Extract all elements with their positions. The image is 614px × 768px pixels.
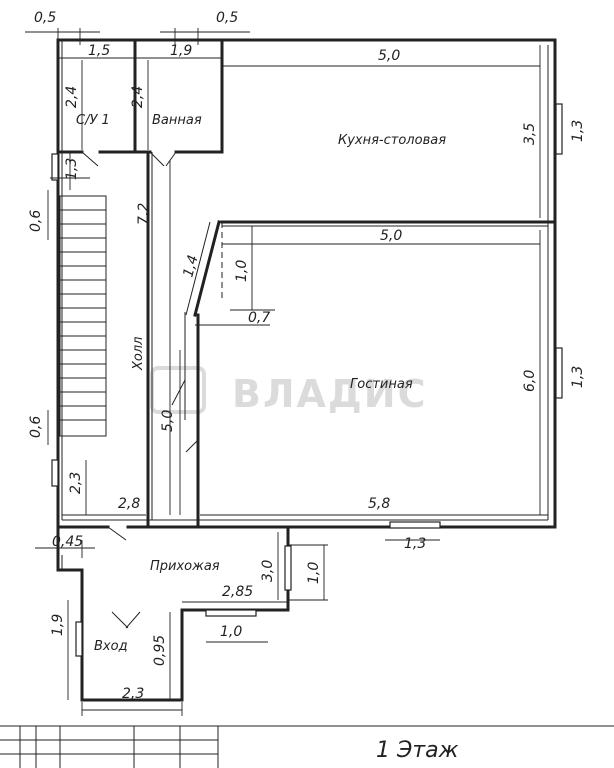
title-block: 1 Этаж xyxy=(0,725,614,768)
dim-bath-width: 1,9 xyxy=(170,43,192,59)
window-entry-bottom xyxy=(205,609,257,617)
room-hall: Холл xyxy=(131,337,146,371)
dim-vestibule-width: 2,3 xyxy=(122,686,144,702)
dim-wc-width: 1,5 xyxy=(88,43,110,59)
dim-vestibule-depth: 0,95 xyxy=(152,635,168,666)
window-entry-right xyxy=(284,545,292,591)
dim-hall-lower: 5,0 xyxy=(160,410,176,432)
windows xyxy=(51,103,563,657)
window-living-bottom xyxy=(389,521,441,529)
dimension-lines xyxy=(25,28,548,716)
dim-entry-width: 2,85 xyxy=(222,584,253,600)
dim-partition-14: 1,4 xyxy=(180,253,201,279)
window-living-right xyxy=(555,347,563,399)
doors xyxy=(81,151,223,629)
dim-top-mid-05: 0,5 xyxy=(216,10,238,26)
window-vestibule xyxy=(75,621,83,657)
watermark-text: ВЛАДИС xyxy=(232,372,427,416)
dim-wc-height: 2,4 xyxy=(64,86,80,108)
dim-living-height: 6,0 xyxy=(522,370,538,392)
dim-hall-length: 7,2 xyxy=(136,203,152,225)
watermark-logo-icon xyxy=(150,366,206,414)
room-bath: Ванная xyxy=(152,113,202,128)
dim-top-left-05: 0,5 xyxy=(34,10,56,26)
dim-hall-width: 2,8 xyxy=(118,496,140,512)
dimension-labels: 0,5 0,5 1,5 1,9 5,0 2,4 2,4 3,5 1,3 1,3 … xyxy=(28,10,586,702)
room-wc: С/У 1 xyxy=(76,113,110,128)
window-hall-left-top xyxy=(51,153,59,181)
room-kitchen: Кухня-столовая xyxy=(338,133,446,148)
window-hall-left-bottom xyxy=(51,459,59,487)
dim-entry-window: 1,0 xyxy=(306,562,322,584)
watermark: ВЛАДИС xyxy=(150,366,427,416)
dim-left-window-top: 1,3 xyxy=(64,158,80,180)
dim-kitchen-height: 3,5 xyxy=(522,123,538,145)
room-living: Гостиная xyxy=(350,377,413,392)
dim-bottom-window: 1,3 xyxy=(404,536,426,552)
dim-living-width-bottom: 5,8 xyxy=(368,496,390,512)
floor-title: 1 Этаж xyxy=(376,738,459,763)
dim-kitchen-window: 1,3 xyxy=(570,120,586,142)
room-labels: С/У 1 Ванная Кухня-столовая Холл Гостина… xyxy=(76,113,446,654)
dim-partition-10: 1,0 xyxy=(234,260,250,282)
dim-stair-bottom-offset: 0,6 xyxy=(28,416,44,438)
dim-living-width-top: 5,0 xyxy=(380,228,402,244)
room-entry-hall: Прихожая xyxy=(150,559,220,574)
dim-left-lower: 2,3 xyxy=(68,472,84,494)
dim-entry-height: 3,0 xyxy=(260,560,276,582)
staircase xyxy=(59,195,107,437)
dim-kitchen-width: 5,0 xyxy=(378,48,400,64)
dim-partition-07: 0,7 xyxy=(248,310,270,326)
dim-vestibule-height: 1,9 xyxy=(50,614,66,636)
dim-stair-top-offset: 0,6 xyxy=(28,210,44,232)
dim-bath-height: 2,4 xyxy=(130,86,146,108)
room-entrance: Вход xyxy=(94,639,128,654)
dim-entry-bottom-window: 1,0 xyxy=(220,624,242,640)
dim-entry-offset: 0,45 xyxy=(52,534,83,550)
dim-living-window-right: 1,3 xyxy=(570,366,586,388)
window-kitchen xyxy=(555,103,563,155)
